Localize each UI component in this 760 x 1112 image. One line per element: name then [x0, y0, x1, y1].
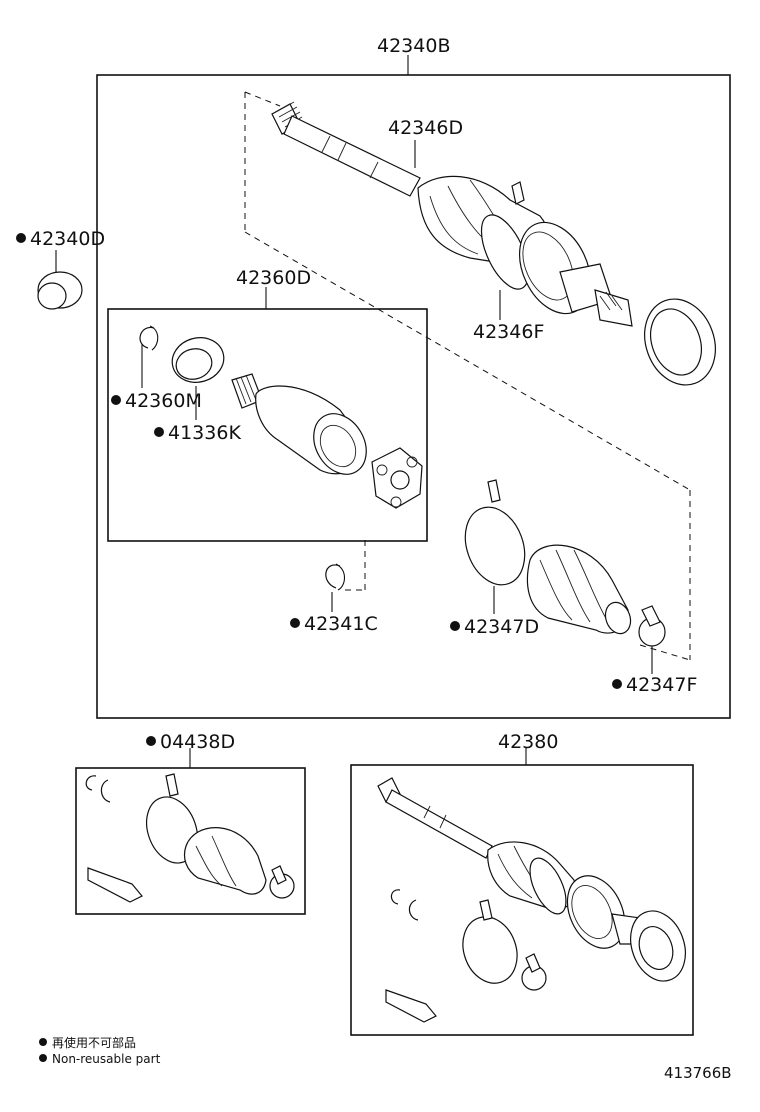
callout-42347F: 42347F [626, 674, 697, 696]
assembly-frame-42340B [96, 74, 731, 719]
assembly-42380-parts [377, 777, 686, 1023]
diagram-id: 413766B [664, 1064, 732, 1082]
subframe-42360D [107, 308, 428, 542]
callout-42340D: 42340D [30, 228, 105, 250]
callout-04438D: 04438D [160, 731, 235, 753]
legend-line-ja: 再使用不可部品 [52, 1035, 136, 1050]
callout-42347D: 42347D [464, 616, 539, 638]
callout-42346D: 42346D [388, 117, 463, 139]
assembly-guide-lines [244, 91, 691, 661]
callout-42380: 42380 [498, 731, 558, 753]
part-clamp-42347F [638, 605, 666, 647]
callout-42340B: 42340B [377, 35, 450, 57]
callout-42341C: 42341C [304, 613, 378, 635]
part-snapring-42341C [325, 563, 346, 591]
part-seal-42340D [37, 250, 83, 310]
callout-42360M: 42360M [125, 390, 202, 412]
callout-42346F: 42346F [473, 321, 544, 343]
drive-shaft-outer-joint [271, 101, 716, 386]
callout-42360D: 42360D [236, 267, 311, 289]
kit-04438D-parts [85, 773, 295, 903]
inner-joint-parts [139, 325, 423, 509]
assembly-frame-42380 [350, 764, 694, 1036]
part-boot-42347D [464, 479, 632, 635]
callout-41336K: 41336K [168, 422, 241, 444]
legend: 再使用不可部品 Non-reusable part [39, 1035, 161, 1066]
legend-line-en: Non-reusable part [52, 1052, 161, 1066]
